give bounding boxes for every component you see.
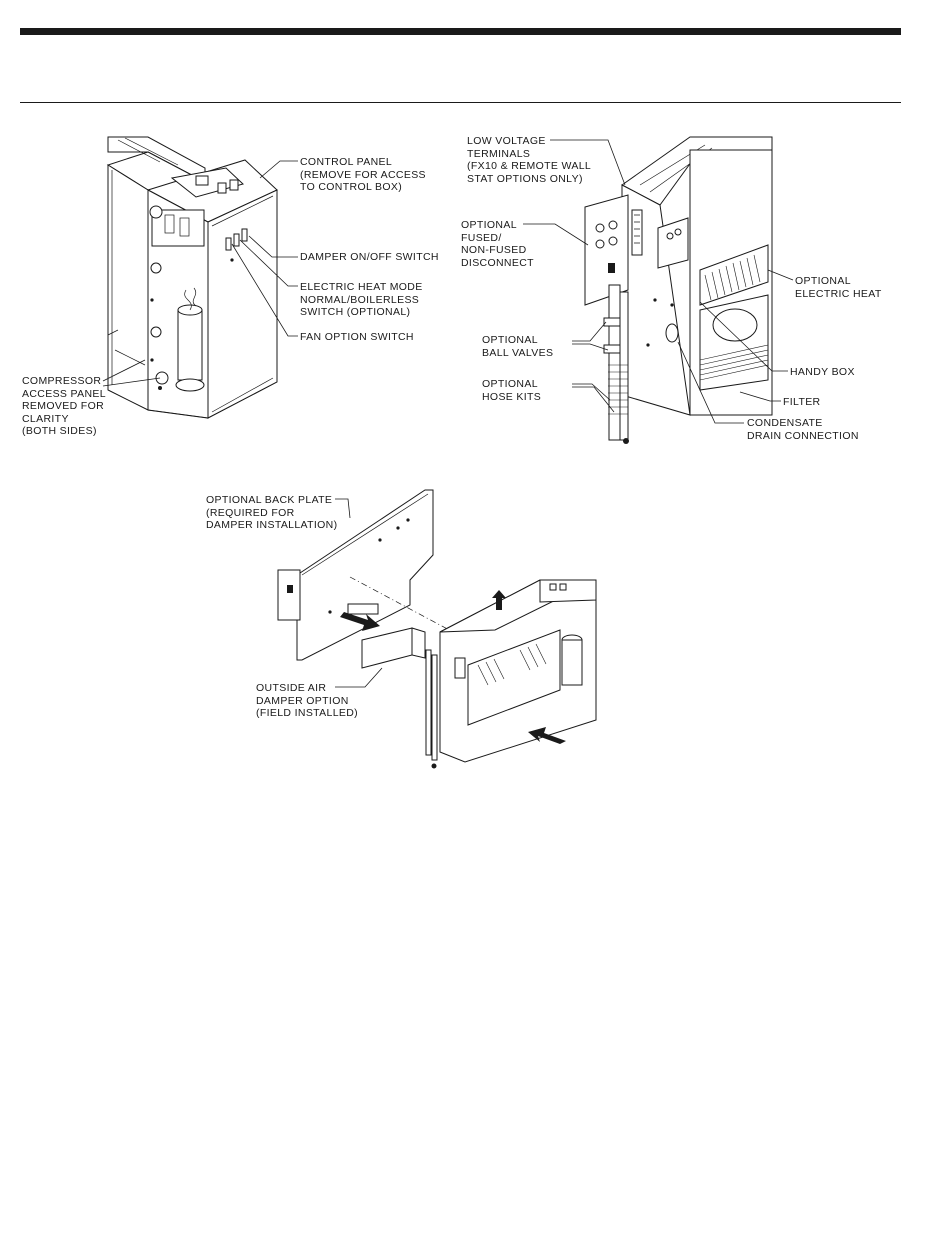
figure2-cabinet-drawing xyxy=(584,136,773,444)
header-rule-thick xyxy=(20,28,901,35)
label-fan-option-switch: FAN OPTION SWITCH xyxy=(300,331,414,343)
label-handy-box: HANDY BOX xyxy=(790,366,855,378)
header-rule-thin xyxy=(20,102,901,103)
label-filter: FILTER xyxy=(783,396,821,408)
label-disconnect: OPTIONAL FUSED/ NON-FUSED DISCONNECT xyxy=(461,219,534,269)
figure1-leaders xyxy=(102,160,298,387)
figure2-leaders xyxy=(523,139,794,424)
label-damper-switch: DAMPER ON/OFF SWITCH xyxy=(300,251,439,263)
figure1-cabinet-drawing xyxy=(106,136,278,419)
label-ball-valves: OPTIONAL BALL VALVES xyxy=(482,334,554,359)
label-compressor-panel: COMPRESSOR ACCESS PANEL REMOVED FOR CLAR… xyxy=(22,375,106,438)
label-back-plate: OPTIONAL BACK PLATE (REQUIRED FOR DAMPER… xyxy=(206,494,338,532)
label-control-panel: CONTROL PANEL (REMOVE FOR ACCESS TO CONT… xyxy=(300,156,426,194)
figure3-leaders xyxy=(335,498,383,688)
figure3-exploded-drawing xyxy=(277,489,597,769)
label-low-voltage-terminals: LOW VOLTAGE TERMINALS (FX10 & REMOTE WAL… xyxy=(467,135,592,185)
label-electric-heat-mode: ELECTRIC HEAT MODE NORMAL/BOILERLESS SWI… xyxy=(300,281,423,319)
label-condensate-drain: CONDENSATE DRAIN CONNECTION xyxy=(747,417,859,442)
label-outside-air-damper: OUTSIDE AIR DAMPER OPTION (FIELD INSTALL… xyxy=(256,682,359,720)
label-hose-kits: OPTIONAL HOSE KITS xyxy=(482,378,542,403)
label-electric-heat: OPTIONAL ELECTRIC HEAT xyxy=(795,275,882,300)
